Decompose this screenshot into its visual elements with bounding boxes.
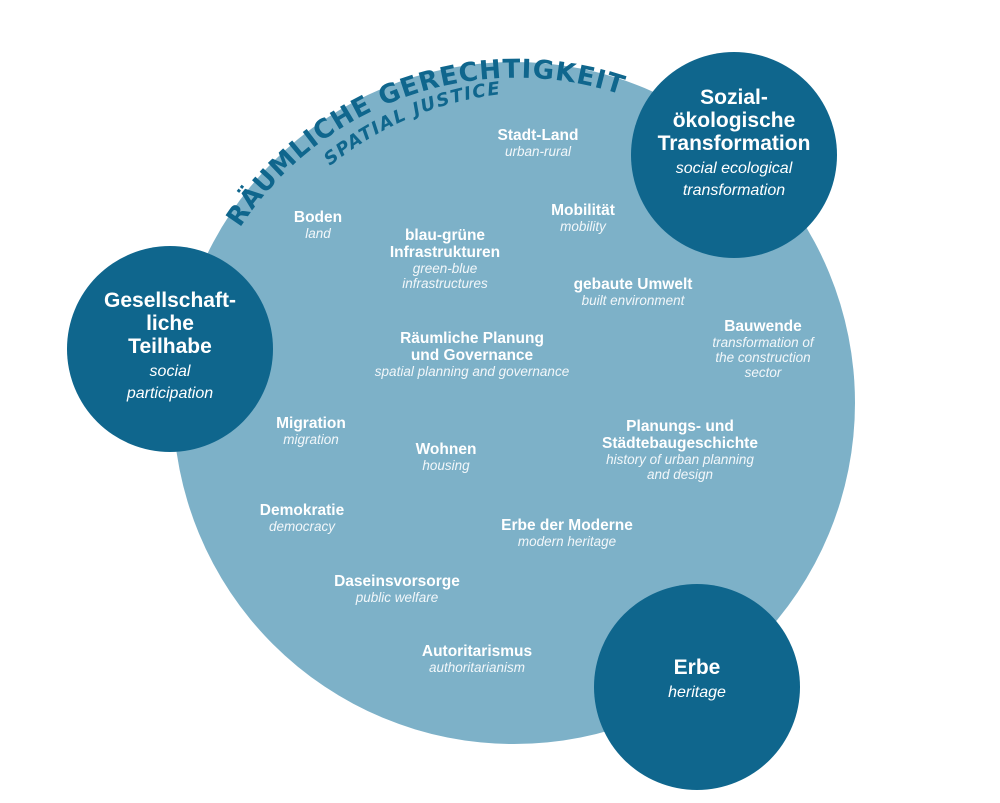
topic-title: gebaute Umwelt xyxy=(573,276,693,293)
topic-title: Autoritarismus xyxy=(421,643,533,660)
topic-stadt-land: Stadt-Land urban-rural xyxy=(498,127,579,159)
topic-daseinsvorsorge: Daseinsvorsorge public welfare xyxy=(334,573,460,605)
topic-autoritarismus: Autoritarismus authoritarianism xyxy=(422,643,532,675)
satellite-title: Sozial- ökologische Transformation xyxy=(657,86,811,155)
topic-subtitle: built environment xyxy=(581,293,685,308)
topic-subtitle: urban-rural xyxy=(504,144,572,159)
satellite-circle-socio-ecological xyxy=(631,52,837,258)
topic-demokratie: Demokratie democracy xyxy=(260,502,344,534)
topic-subtitle: public welfare xyxy=(355,590,439,605)
topic-title: Wohnen xyxy=(415,441,477,458)
topic-raeumliche-planung: Räumliche Planung und Governance spatial… xyxy=(375,330,569,379)
topic-subtitle: migration xyxy=(283,432,339,447)
topic-subtitle: modern heritage xyxy=(517,534,617,549)
topic-title: Erbe der Moderne xyxy=(501,517,633,534)
satellite-title: Gesellschaft- liche Teilhabe xyxy=(104,289,236,358)
satellite-circle-participation xyxy=(67,246,273,452)
topic-subtitle: green-blue infrastructures xyxy=(402,261,488,291)
topic-subtitle: land xyxy=(305,226,331,241)
satellite-participation-label: Gesellschaft- liche Teilhabe social part… xyxy=(67,289,273,405)
topic-title: Räumliche Planung und Governance xyxy=(400,330,544,364)
satellite-circle-heritage xyxy=(594,584,800,790)
topic-planungsgeschichte: Planungs- und Städtebaugeschichte histor… xyxy=(602,418,758,482)
topic-subtitle: spatial planning and governance xyxy=(374,364,570,379)
topic-blau-gruene-infrastrukturen: blau-grüne Infrastrukturen green-blue in… xyxy=(390,227,500,291)
satellite-subtitle: heritage xyxy=(668,684,726,701)
topic-subtitle: authoritarianism xyxy=(428,660,526,675)
topic-subtitle: housing xyxy=(422,458,470,473)
topic-subtitle: democracy xyxy=(268,519,336,534)
topic-title: Mobilität xyxy=(551,202,615,219)
topic-title: blau-grüne Infrastrukturen xyxy=(389,227,501,261)
topic-title: Migration xyxy=(276,415,346,432)
topic-mobilitaet: Mobilität mobility xyxy=(551,202,615,234)
topic-bauwende: Bauwende transformation of the construct… xyxy=(712,318,813,380)
satellite-subtitle: social participation xyxy=(126,363,214,402)
topic-title: Stadt-Land xyxy=(497,127,579,144)
topic-boden: Boden land xyxy=(294,209,342,241)
topic-subtitle: transformation of the construction secto… xyxy=(712,335,814,380)
satellite-subtitle: social ecological transformation xyxy=(675,160,793,199)
topic-title: Bauwende xyxy=(724,318,802,335)
satellite-title: Erbe xyxy=(673,656,721,679)
topic-subtitle: mobility xyxy=(560,219,606,234)
topic-title: Demokratie xyxy=(259,502,345,519)
topic-title: Daseinsvorsorge xyxy=(334,573,460,590)
topic-erbe-der-moderne: Erbe der Moderne modern heritage xyxy=(501,517,633,549)
topic-subtitle: history of urban planning and design xyxy=(606,452,754,482)
satellite-heritage-label: Erbe heritage xyxy=(594,656,800,704)
satellite-socio-ecological-label: Sozial- ökologische Transformation socia… xyxy=(631,86,837,202)
topic-wohnen: Wohnen housing xyxy=(416,441,477,473)
topic-migration: Migration migration xyxy=(276,415,346,447)
topic-title: Planungs- und Städtebaugeschichte xyxy=(602,418,758,452)
topic-title: Boden xyxy=(293,209,343,226)
topic-gebaute-umwelt: gebaute Umwelt built environment xyxy=(574,276,693,308)
